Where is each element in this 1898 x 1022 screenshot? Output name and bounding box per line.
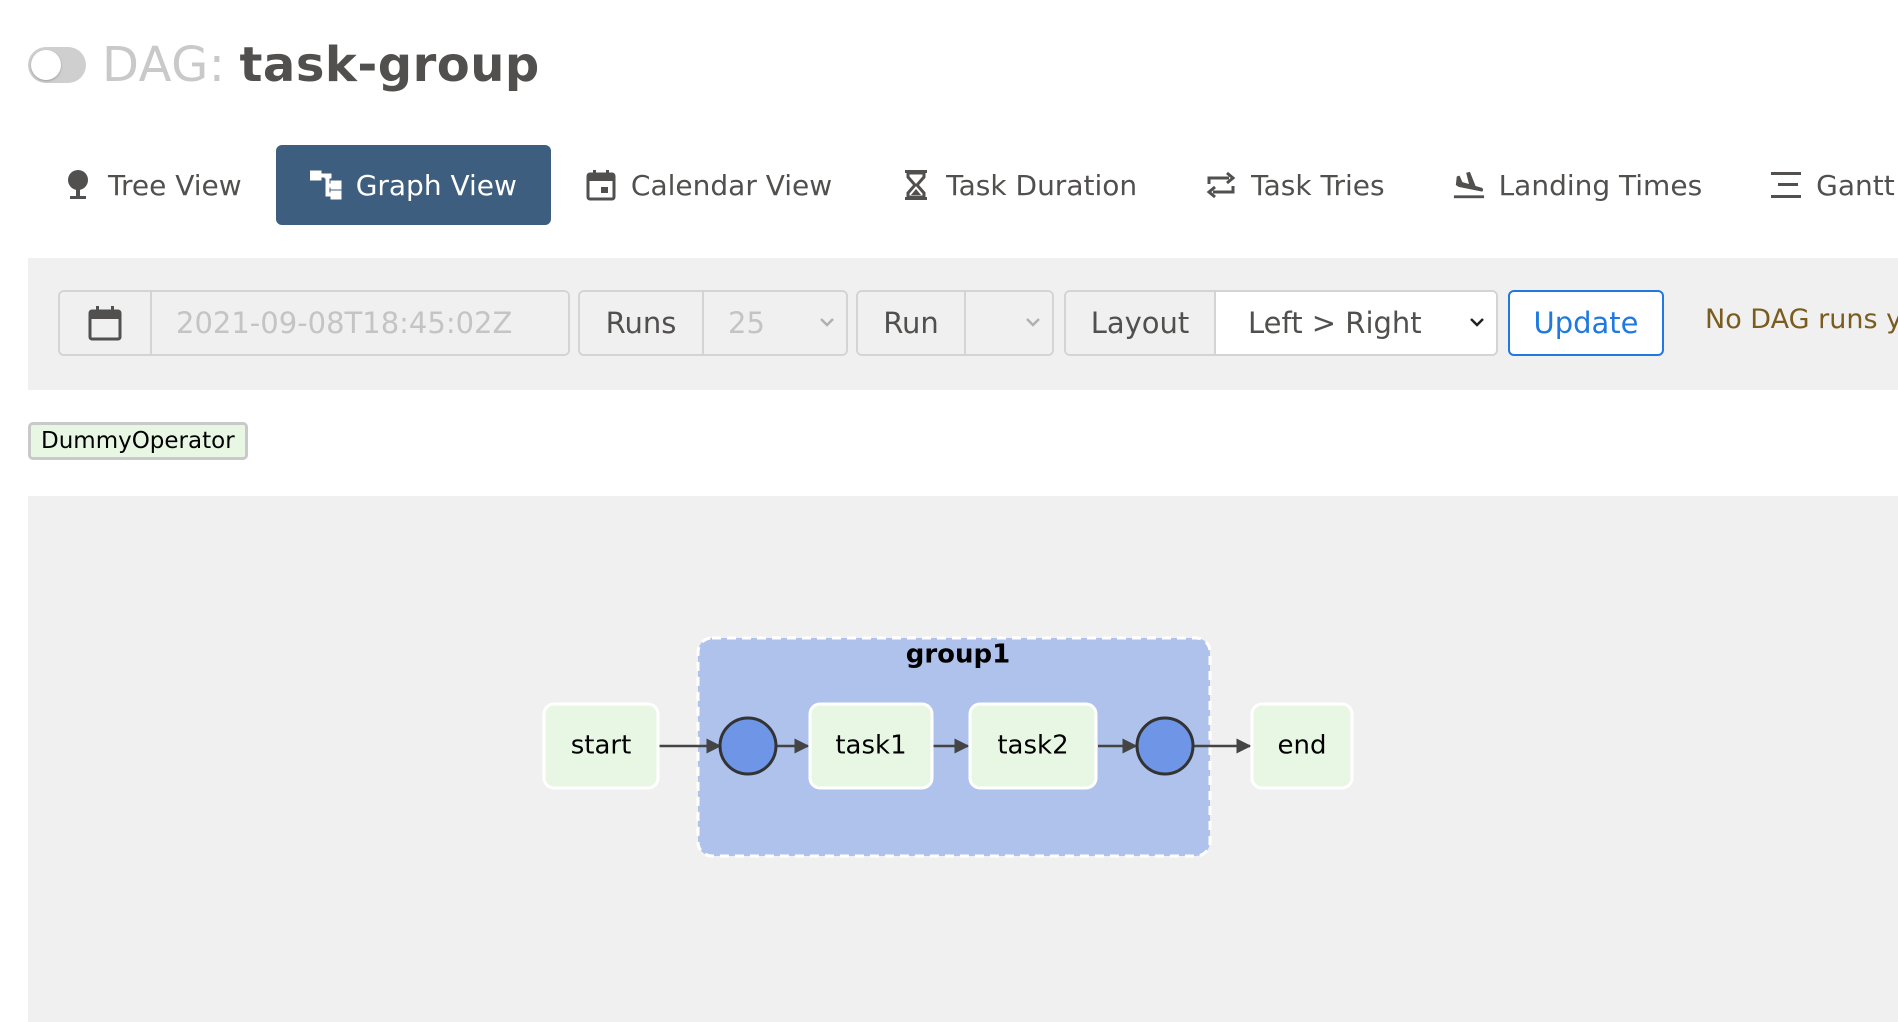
- dag-graph: group1 start task1 task2 end: [542, 636, 1354, 858]
- task-node-task1[interactable]: [808, 702, 934, 790]
- tab-label: Task Duration: [946, 168, 1138, 202]
- legend-dummy-operator[interactable]: DummyOperator: [28, 422, 248, 460]
- tab-task-duration[interactable]: Task Duration: [866, 145, 1171, 225]
- task-label-task2: task2: [997, 731, 1068, 761]
- gantt-icon: [1770, 169, 1802, 201]
- run-select[interactable]: [966, 292, 1052, 354]
- landing-icon: [1453, 169, 1485, 201]
- task-group-label: group1: [906, 640, 1011, 670]
- chevron-down-icon: [1026, 318, 1040, 327]
- tab-tree-view[interactable]: Tree View: [28, 145, 276, 225]
- no-dag-runs-message: No DAG runs y: [1705, 304, 1898, 335]
- chevron-down-icon: [1470, 318, 1484, 327]
- runs-select-group: Runs 25: [578, 290, 848, 356]
- tab-graph-view[interactable]: Graph View: [275, 145, 551, 225]
- tab-calendar-view[interactable]: Calendar View: [551, 145, 866, 225]
- task-node-task2[interactable]: [968, 702, 1098, 790]
- view-tabs: Tree View Graph View Calendar View Task …: [28, 144, 1898, 226]
- layout-value: Left > Right: [1248, 306, 1422, 340]
- tab-task-tries[interactable]: Task Tries: [1171, 145, 1418, 225]
- retry-icon: [1205, 169, 1237, 201]
- group-downstream-join[interactable]: [1135, 716, 1195, 776]
- tab-label: Graph View: [355, 168, 517, 202]
- tab-label: Gantt: [1816, 168, 1895, 202]
- run-label: Run: [858, 292, 966, 354]
- task-node-end[interactable]: [1250, 702, 1354, 790]
- tab-gantt[interactable]: Gantt: [1736, 145, 1898, 225]
- tab-landing-times[interactable]: Landing Times: [1419, 145, 1737, 225]
- tab-label: Landing Times: [1498, 168, 1703, 202]
- update-button[interactable]: Update: [1508, 290, 1664, 356]
- chevron-down-icon: [820, 318, 834, 327]
- page-header: DAG: task-group: [28, 30, 540, 100]
- hourglass-icon: [900, 169, 932, 201]
- tab-label: Task Tries: [1251, 168, 1385, 202]
- graph-icon: [309, 169, 342, 201]
- graph-canvas[interactable]: group1 start task1 task2 end: [28, 496, 1898, 1022]
- task-label-start: start: [571, 731, 632, 761]
- base-date-input[interactable]: 2021-09-08T18:45:02Z: [152, 292, 568, 354]
- layout-label: Layout: [1066, 292, 1216, 354]
- run-select-group: Run: [856, 290, 1054, 356]
- calendar-icon: [585, 169, 617, 201]
- dag-pause-toggle[interactable]: [28, 47, 86, 83]
- tab-label: Tree View: [108, 168, 242, 202]
- runs-select[interactable]: 25: [704, 292, 846, 354]
- task-label-task1: task1: [835, 731, 906, 761]
- tab-label: Calendar View: [630, 168, 833, 202]
- title-prefix: DAG:: [102, 37, 226, 93]
- layout-select[interactable]: Left > Right: [1216, 292, 1496, 354]
- runs-label: Runs: [580, 292, 704, 354]
- runs-value: 25: [728, 306, 765, 340]
- layout-select-group: Layout Left > Right: [1064, 290, 1498, 356]
- task-label-end: end: [1278, 731, 1327, 761]
- group-upstream-join[interactable]: [718, 716, 778, 776]
- calendar-icon[interactable]: [60, 292, 152, 354]
- page-title: task-group: [239, 37, 540, 93]
- task-node-start[interactable]: [542, 702, 660, 790]
- toggle-knob: [31, 50, 61, 80]
- graph-controls: 2021-09-08T18:45:02Z Runs 25 Run Layout …: [28, 258, 1898, 390]
- tree-icon: [62, 169, 94, 201]
- base-date-picker: 2021-09-08T18:45:02Z: [58, 290, 570, 356]
